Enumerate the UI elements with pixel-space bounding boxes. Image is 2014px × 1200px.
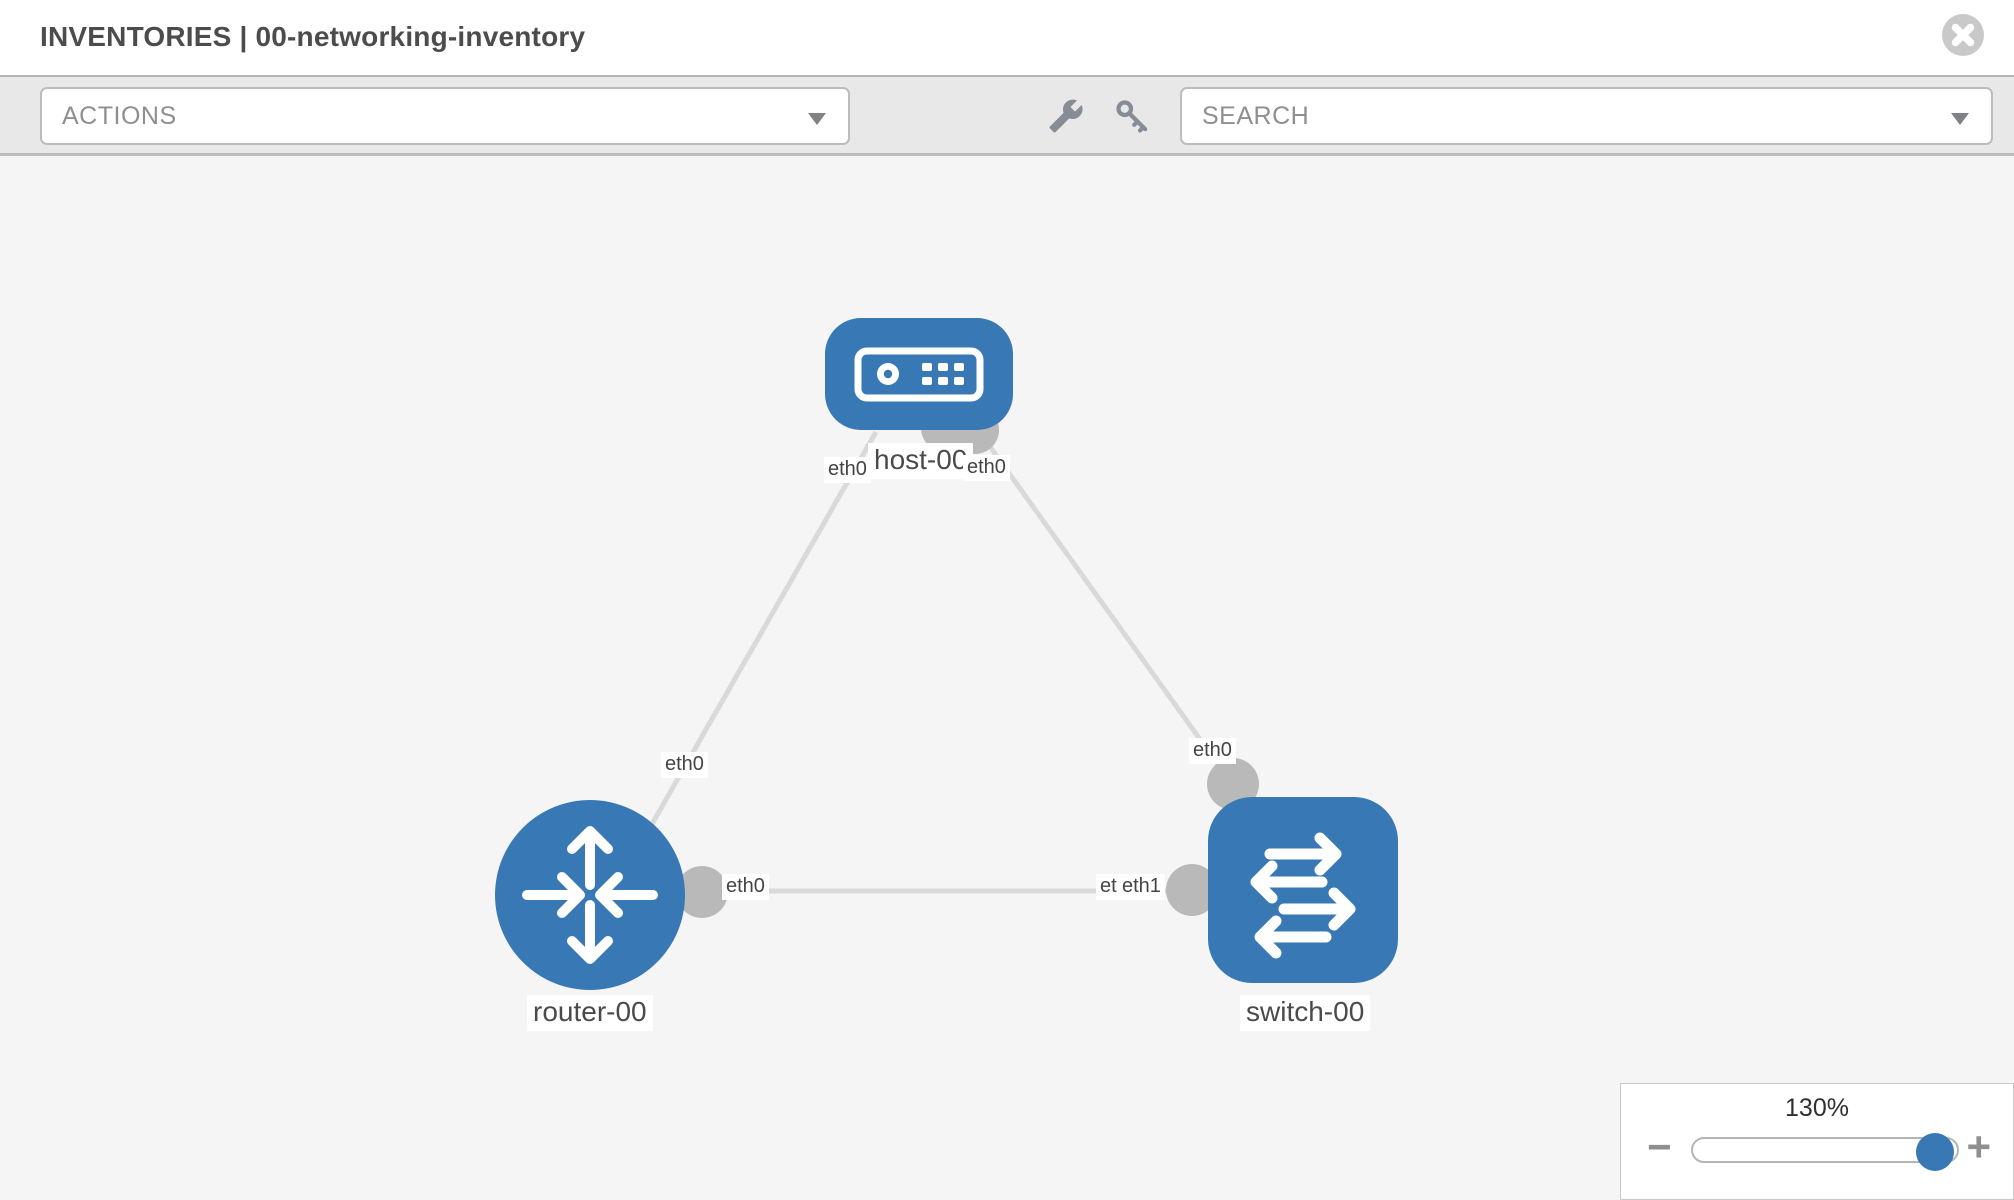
wrench-icon	[1049, 99, 1083, 133]
search-placeholder: SEARCH	[1202, 101, 1310, 130]
zoom-slider-handle[interactable]	[1916, 1133, 1954, 1171]
interface-circle	[1207, 758, 1259, 810]
interface-circle	[676, 866, 728, 918]
interface-label: eth0	[1189, 738, 1236, 764]
interface-circles	[676, 404, 1259, 918]
link-lines	[617, 428, 1243, 894]
node-label-host: host-00	[868, 443, 974, 479]
zoom-out-button[interactable]: −	[1647, 1123, 1672, 1170]
topology-graph	[495, 318, 1398, 990]
actions-dropdown-label: ACTIONS	[62, 101, 177, 130]
interface-label: eth0	[661, 752, 708, 778]
search-dropdown[interactable]: SEARCH	[1180, 87, 1993, 145]
host-device-icon	[854, 347, 984, 402]
interface-label: eth1	[1118, 874, 1165, 900]
node-label-router: router-00	[527, 995, 653, 1031]
chevron-down-icon	[1951, 113, 1969, 125]
interface-label: eth0	[963, 455, 1010, 481]
page-title: INVENTORIES | 00-networking-inventory	[40, 21, 586, 52]
zoom-control-panel: 130% − +	[1620, 1083, 2014, 1200]
chevron-down-icon	[808, 113, 826, 125]
actions-dropdown[interactable]: ACTIONS	[40, 87, 850, 145]
toolbar: ACTIONS SEARCH	[0, 75, 2014, 156]
tools-button[interactable]	[1042, 89, 1090, 143]
close-icon	[1942, 14, 1984, 56]
router-arrows-icon	[522, 826, 658, 964]
key-icon	[1116, 100, 1148, 133]
node-router[interactable]	[495, 800, 685, 990]
zoom-in-button[interactable]: +	[1966, 1123, 1991, 1170]
node-switch[interactable]	[1208, 797, 1398, 983]
zoom-slider-row: − +	[1621, 1123, 2013, 1171]
link-host-router[interactable]	[617, 430, 879, 882]
topology-canvas[interactable]: host-00 router-00 switch-00 eth0 eth0 et…	[0, 156, 2014, 1200]
link-host-switch[interactable]	[975, 428, 1243, 797]
interface-label: eth0	[722, 874, 769, 900]
close-button[interactable]	[1940, 12, 1986, 58]
zoom-percent-value: 130%	[1785, 1094, 1849, 1122]
header-bar: INVENTORIES | 00-networking-inventory	[0, 0, 2014, 75]
switch-arrows-icon	[1250, 832, 1356, 959]
interface-circle	[1166, 864, 1218, 916]
zoom-slider-track[interactable]	[1691, 1133, 1959, 1171]
interface-label: eth0	[824, 457, 871, 483]
node-host[interactable]	[825, 318, 1013, 430]
credentials-button[interactable]	[1108, 89, 1156, 143]
node-label-switch: switch-00	[1240, 995, 1371, 1031]
